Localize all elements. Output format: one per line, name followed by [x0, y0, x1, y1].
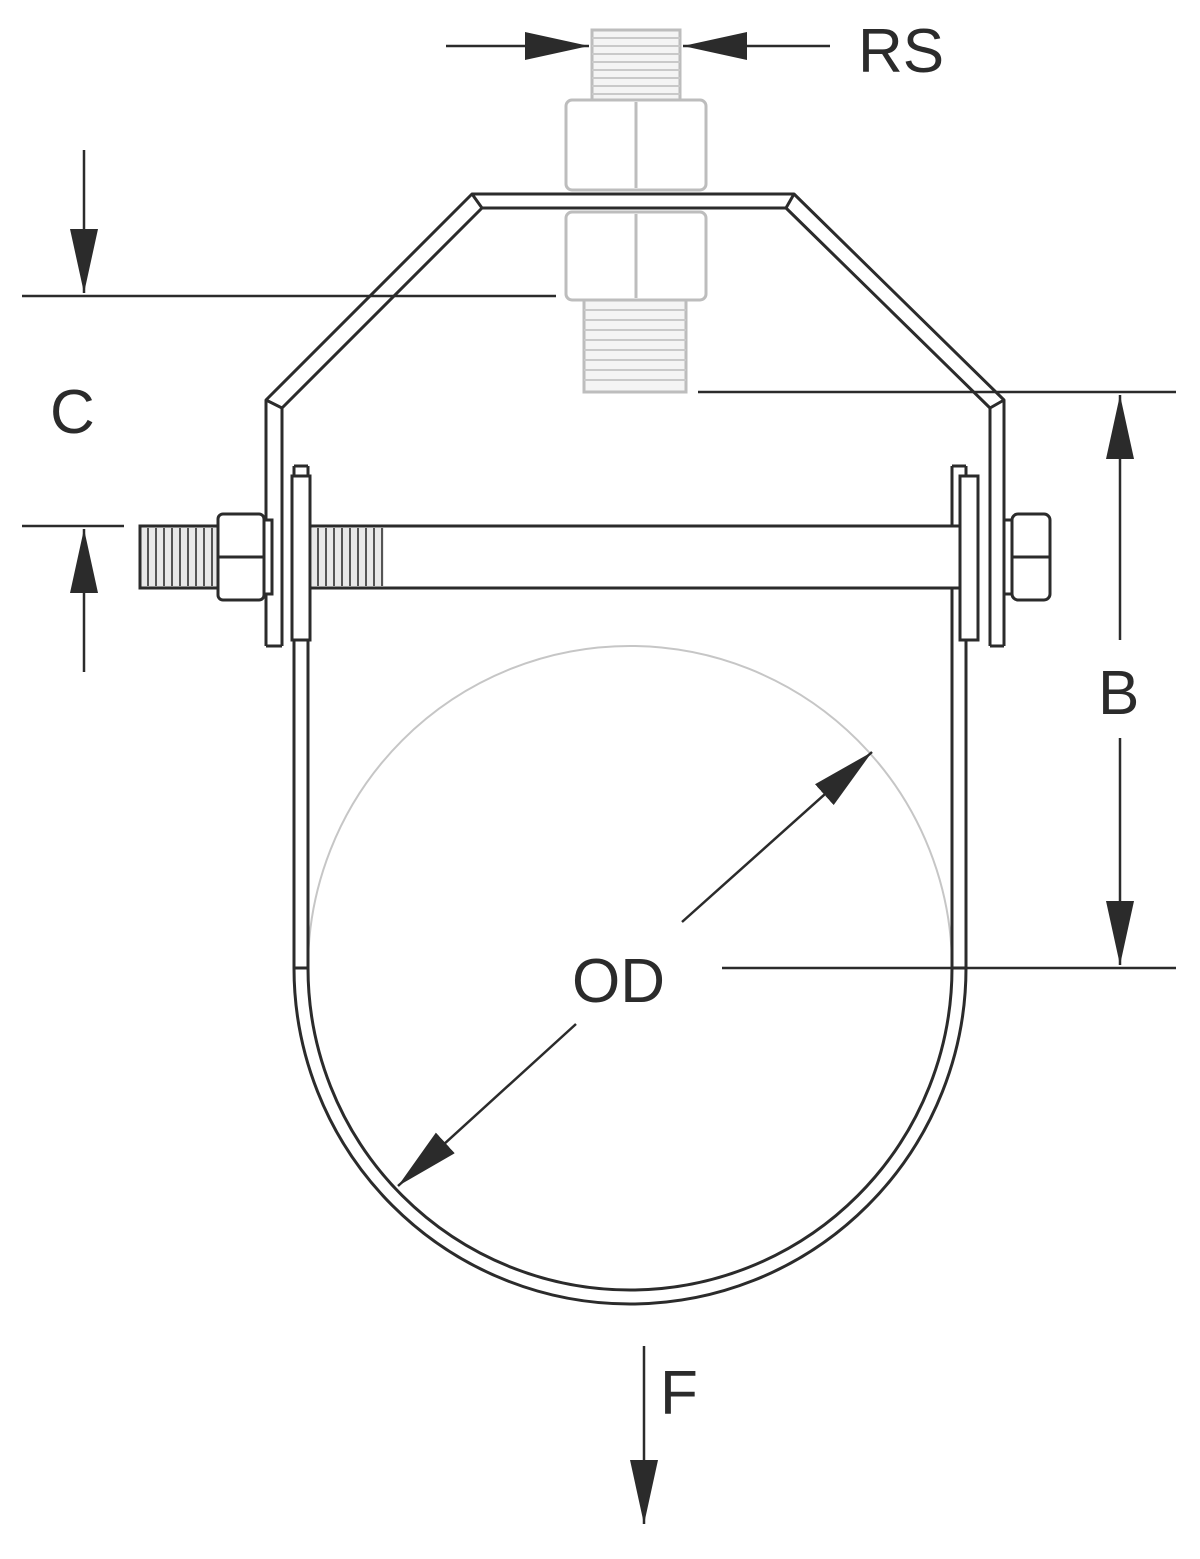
- label-c: C: [50, 378, 95, 447]
- rod-upper-thread-lines: [592, 37, 680, 95]
- cross-bolt: [138, 474, 1052, 642]
- rod-lower-thread: [582, 298, 688, 394]
- hanger-rod: [564, 28, 708, 394]
- dim-c: [22, 150, 556, 672]
- bolt-shank: [308, 524, 962, 590]
- rod-upper-thread: [590, 28, 682, 102]
- bolt-left-washer: [262, 518, 274, 596]
- dim-b: [698, 390, 1176, 970]
- band-left-washer: [290, 474, 312, 642]
- dim-od: [397, 751, 873, 1187]
- label-od: OD: [572, 947, 665, 1016]
- rod-lower-thread-lines: [584, 309, 686, 381]
- lower-band: [292, 464, 968, 1306]
- band-right-washer: [958, 474, 980, 642]
- bolt-inner-thread: [312, 528, 384, 586]
- upper-strap: [264, 192, 1006, 648]
- label-rs: RS: [858, 17, 944, 86]
- label-f: F: [660, 1359, 698, 1428]
- label-b: B: [1098, 659, 1139, 728]
